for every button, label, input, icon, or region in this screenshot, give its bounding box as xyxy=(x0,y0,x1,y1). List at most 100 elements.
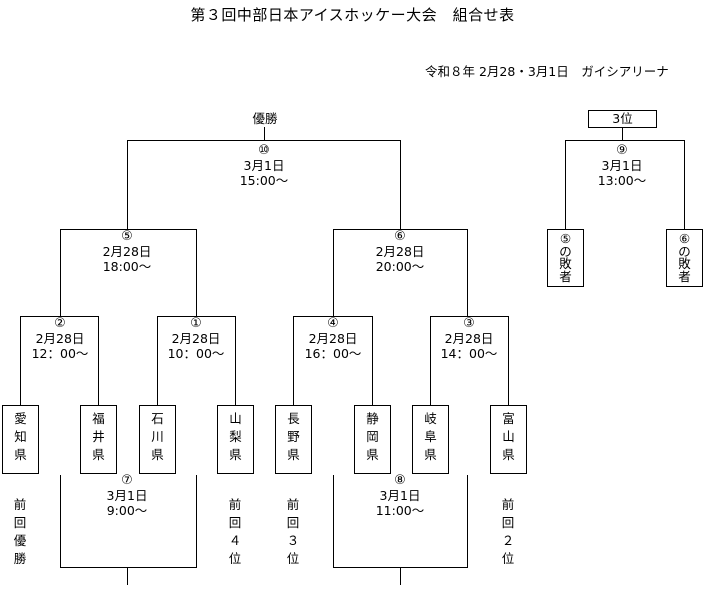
team-char: 山 xyxy=(229,411,242,426)
team-char: 県 xyxy=(502,447,515,462)
match-7-label: ⑦ 3月1日 9:00～ xyxy=(87,473,167,518)
team-char: 県 xyxy=(14,447,27,462)
match-8-bracket xyxy=(333,475,468,585)
team-char: 知 xyxy=(14,429,27,444)
team-char: 岐 xyxy=(424,411,437,426)
match-9-label: ⑨ 3月1日 13:00～ xyxy=(582,143,662,188)
team-char: 山 xyxy=(502,429,515,444)
match-2-number: ② xyxy=(54,316,66,331)
page-title: 第３回中部日本アイスホッケー大会 組合せ表 xyxy=(190,6,515,24)
match-1-label: ① 2月28日 10：00～ xyxy=(156,316,236,361)
loser-char: の xyxy=(559,243,572,259)
match-6-number: ⑥ xyxy=(394,229,406,244)
team-char: 県 xyxy=(366,447,379,462)
team-char: 県 xyxy=(92,447,105,462)
champion-label: 優勝 xyxy=(252,111,278,126)
loser-box-match-5: ⑤ の 敗 者 xyxy=(547,229,584,287)
note-previous-champion: 前 回 優 勝 xyxy=(12,496,28,568)
match-7-time: 9:00～ xyxy=(106,503,148,518)
event-date-venue: 令和８年 2月28・3月1日 ガイシアリーナ xyxy=(425,64,669,79)
team-char: 県 xyxy=(424,447,437,462)
note-char: 回 xyxy=(13,515,27,530)
match-7-number: ⑦ xyxy=(121,473,133,488)
team-char: 井 xyxy=(92,429,105,444)
match-3-time: 14：00～ xyxy=(440,346,498,361)
note-char: ２ xyxy=(501,533,515,548)
match-3-bracket xyxy=(430,316,509,405)
match-5-date: 2月28日 xyxy=(102,244,152,259)
match-10-number: ⑩ xyxy=(258,143,270,158)
match-1-number: ① xyxy=(190,316,202,331)
loser-char: の xyxy=(678,243,691,259)
note-char: 前 xyxy=(286,497,300,512)
team-box-ishikawa: 石 川 県 xyxy=(139,405,176,474)
match-8-time: 11:00～ xyxy=(375,503,425,518)
match-2-time: 12：00～ xyxy=(31,346,89,361)
team-char: 野 xyxy=(287,429,300,444)
note-char: 回 xyxy=(228,515,242,530)
semifinal-6-bracket xyxy=(333,229,468,316)
loser-char: 敗 xyxy=(678,256,691,271)
note-previous-4th: 前 回 ４ 位 xyxy=(227,496,243,568)
team-box-shizuoka: 静 岡 県 xyxy=(354,405,391,474)
note-char: 回 xyxy=(286,515,300,530)
match-6-label: ⑥ 2月28日 20:00～ xyxy=(360,229,440,274)
match-1-bracket xyxy=(157,316,236,405)
team-char: 愛 xyxy=(14,411,27,426)
match-5-number: ⑤ xyxy=(121,229,133,244)
match-10-label: ⑩ 3月1日 15:00～ xyxy=(224,143,304,188)
team-char: 福 xyxy=(92,411,105,426)
loser-char: 敗 xyxy=(559,256,572,271)
loser-char: ⑥ xyxy=(678,231,691,246)
match-6-time: 20:00～ xyxy=(375,259,425,274)
team-char: 富 xyxy=(502,411,515,426)
match-5-time: 18:00～ xyxy=(102,259,152,274)
team-char: 川 xyxy=(151,429,164,444)
match-10-time: 15:00～ xyxy=(239,173,289,188)
match-8-number: ⑧ xyxy=(394,473,406,488)
team-char: 岡 xyxy=(366,429,379,444)
match-1-date: 2月28日 xyxy=(171,331,221,346)
match-9-number: ⑨ xyxy=(616,143,628,158)
match-5-label: ⑤ 2月28日 18:00～ xyxy=(87,229,167,274)
note-char: 優 xyxy=(13,533,27,548)
loser-char: 者 xyxy=(559,268,572,284)
match-6-date: 2月28日 xyxy=(375,244,425,259)
loser-char: ⑤ xyxy=(559,231,572,246)
note-char: 勝 xyxy=(13,551,27,566)
match-8-date: 3月1日 xyxy=(379,488,421,503)
team-box-gifu: 岐 阜 県 xyxy=(412,405,449,474)
note-char: 前 xyxy=(13,497,27,512)
match-4-label: ④ 2月28日 16：00～ xyxy=(293,316,373,361)
match-3-label: ③ 2月28日 14：00～ xyxy=(429,316,509,361)
note-char: 回 xyxy=(501,515,515,530)
team-char: 石 xyxy=(151,411,164,426)
note-previous-3rd: 前 回 ３ 位 xyxy=(285,496,301,568)
match-3-date: 2月28日 xyxy=(444,331,494,346)
match-9-time: 13:00～ xyxy=(597,173,647,188)
match-7-date: 3月1日 xyxy=(106,488,148,503)
note-char: 前 xyxy=(501,497,515,512)
team-box-yamanashi: 山 梨 県 xyxy=(217,405,254,474)
match-9-date: 3月1日 xyxy=(601,158,643,173)
match-2-label: ② 2月28日 12：00～ xyxy=(20,316,100,361)
match-4-time: 16：00～ xyxy=(304,346,362,361)
match-4-number: ④ xyxy=(327,316,339,331)
loser-box-match-6: ⑥ の 敗 者 xyxy=(666,229,703,287)
match-8-label: ⑧ 3月1日 11:00～ xyxy=(360,473,440,518)
team-char: 県 xyxy=(229,447,242,462)
team-box-nagano: 長 野 県 xyxy=(275,405,312,474)
note-char: ３ xyxy=(286,533,300,548)
match-7-bracket xyxy=(60,475,197,585)
match-4-bracket xyxy=(293,316,373,405)
note-char: 位 xyxy=(228,551,242,566)
match-2-bracket xyxy=(20,316,99,405)
team-box-fukui: 福 井 県 xyxy=(80,405,117,474)
match-3-number: ③ xyxy=(463,316,475,331)
team-char: 梨 xyxy=(229,429,242,444)
third-place-bracket xyxy=(565,127,685,229)
match-4-date: 2月28日 xyxy=(308,331,358,346)
team-char: 長 xyxy=(287,411,300,426)
third-place-label: 3位 xyxy=(588,110,657,128)
